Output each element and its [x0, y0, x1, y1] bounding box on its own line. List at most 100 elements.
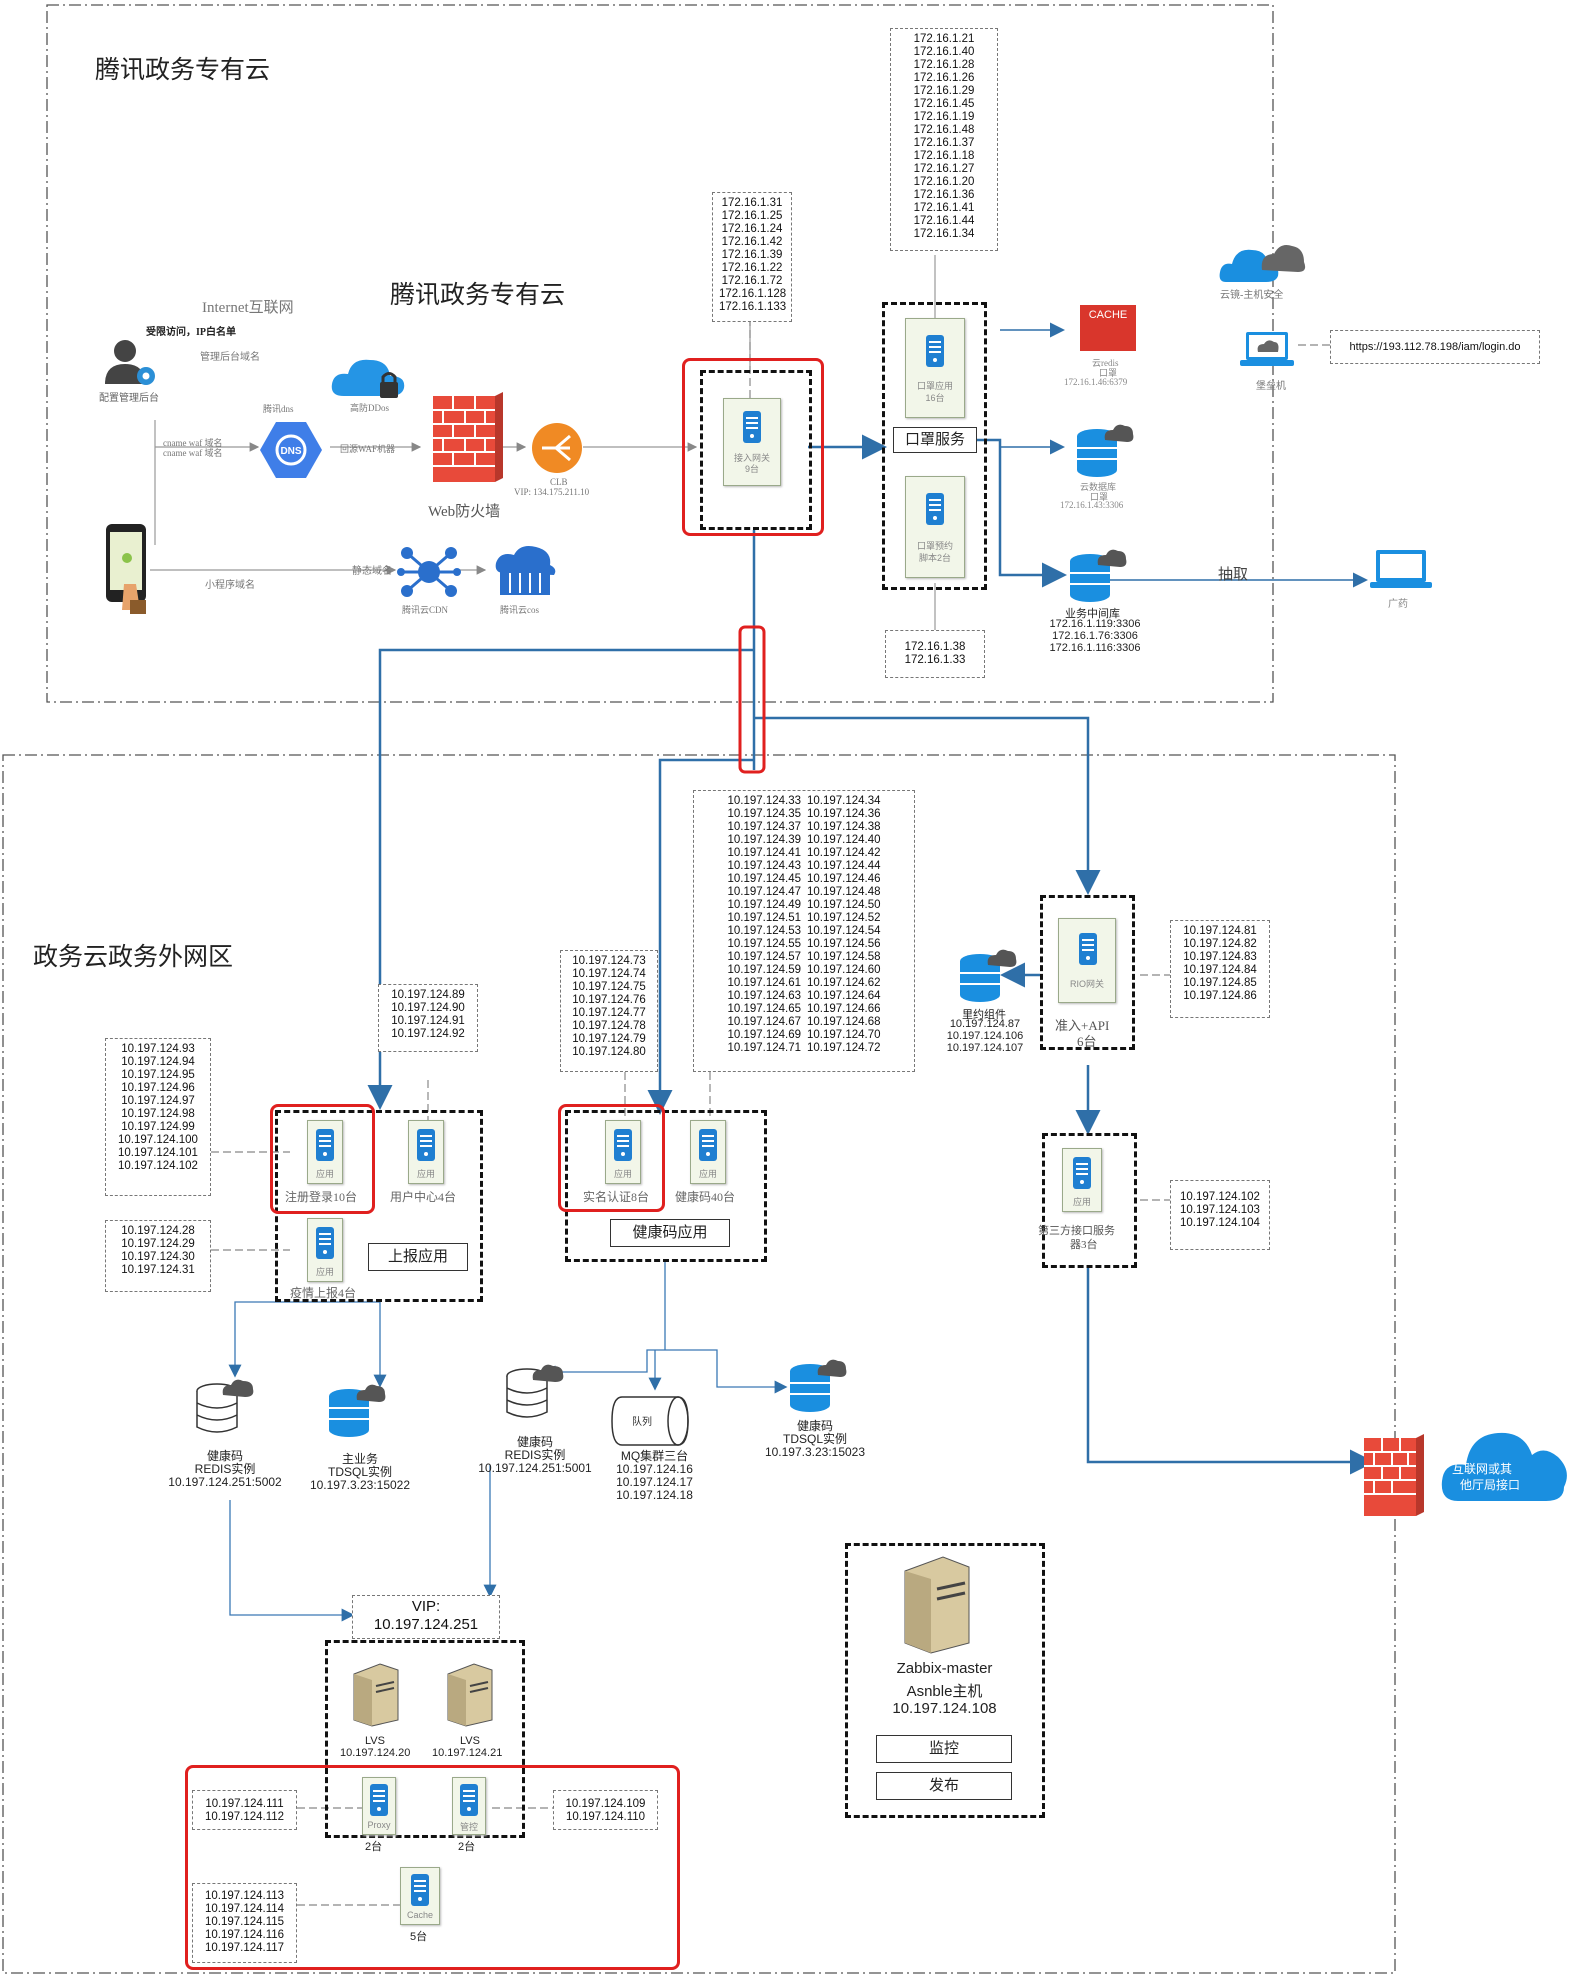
list-item: 10.197.124.55 [727, 938, 801, 950]
epidemic-node[interactable]: 应用 [307, 1218, 343, 1282]
internet-cloud-icon [1441, 1432, 1567, 1501]
register-node[interactable]: 应用 [307, 1120, 343, 1184]
third-party-node[interactable]: 应用 [1062, 1148, 1102, 1212]
mask-service-label: 口罩服务 [893, 427, 977, 453]
health-app-group [565, 1110, 767, 1262]
list-item: 10.197.124.73 [572, 955, 646, 967]
cloud-mirror-icon [1219, 245, 1306, 282]
list-item: 172.16.1.18 [913, 150, 975, 162]
tdsql2-db-icon [790, 1359, 847, 1412]
list-item: 10.197.124.72 [807, 1042, 881, 1054]
list-item: 10.197.124.112 [204, 1811, 285, 1823]
cache-icon-text: CACHE [1088, 309, 1128, 321]
user-center-node[interactable]: 应用 [408, 1120, 444, 1184]
list-item: 10.197.124.34 [807, 795, 881, 807]
list-item: 172.16.1.31 [721, 197, 783, 209]
list-item: 10.197.124.58 [807, 951, 881, 963]
zabbix-server-icon [904, 1556, 970, 1654]
list-item: 健康码 [796, 1419, 833, 1433]
list-item: 10.197.124.109 [565, 1798, 646, 1810]
lvs2-ip: 10.197.124.21 [432, 1747, 503, 1759]
proxy-node[interactable]: Proxy [362, 1777, 396, 1835]
rio-component-db-icon [960, 949, 1017, 1002]
dns-label: 腾讯dns [263, 404, 294, 414]
server-icon [614, 1129, 632, 1161]
gateway-node[interactable]: 接入网关 9台 [723, 398, 781, 486]
list-item: TDSQL实例 [782, 1432, 847, 1446]
list-item: 10.197.124.64 [807, 990, 881, 1002]
mask-app-node[interactable]: 口罩应用 16台 [905, 318, 965, 418]
miniapp-domain-label: 小程序域名 [205, 580, 255, 591]
list-item: 10.197.124.97 [121, 1095, 195, 1107]
laptop-icon [1370, 550, 1432, 588]
list-item: 172.16.1.25 [721, 210, 783, 222]
list-item: 10.197.124.65 [727, 1003, 801, 1015]
list-item: 172.16.1.128 [719, 288, 787, 300]
auth-node[interactable]: 应用 [605, 1120, 641, 1184]
bastion-url[interactable]: https://193.112.78.198/iam/login.do [1330, 330, 1540, 364]
manage-node[interactable]: 管控 [452, 1777, 486, 1835]
clb-label: CLB [550, 477, 568, 487]
clouddb-label: 云数据库 [1080, 482, 1117, 492]
list-item: 172.16.1.29 [913, 85, 975, 97]
bastion-label: 堡垒机 [1256, 381, 1286, 392]
cache-count: 5台 [410, 1931, 428, 1943]
whitelist-note: 受限访问，IP白名单 [146, 327, 236, 338]
list-item: 10.197.124.68 [807, 1016, 881, 1028]
vip-value: 10.197.124.251 [373, 1616, 479, 1633]
list-item: 172.16.1.34 [913, 228, 975, 240]
user-center-label: 用户中心4台 [390, 1190, 457, 1204]
list-item: 172.16.1.41 [913, 202, 975, 214]
list-item: 10.197.124.48 [807, 886, 881, 898]
list-item: 10.197.124.85 [1183, 977, 1257, 989]
list-item: 主业务 [341, 1452, 378, 1466]
cache-node[interactable]: Cache [400, 1867, 440, 1925]
register-highlight [270, 1104, 375, 1214]
list-item: 10.197.124.50 [807, 899, 881, 911]
list-item: 健康码 [206, 1449, 243, 1463]
cdn-icon [397, 547, 461, 597]
mask-reserve-node[interactable]: 口罩预约 脚本2台 [905, 476, 965, 578]
extract-label: 抽取 [1218, 566, 1249, 583]
list-item: 10.197.124.37 [727, 821, 801, 833]
list-item: 172.16.1.42 [721, 236, 783, 248]
publish-button[interactable]: 发布 [876, 1772, 1012, 1800]
list-item: 10.197.124.36 [807, 808, 881, 820]
list-item: 10.197.124.69 [727, 1029, 801, 1041]
rio-node[interactable]: RIO网关 [1058, 918, 1116, 1003]
redis2-db-icon [506, 1364, 564, 1418]
monitor-button[interactable]: 监控 [876, 1735, 1012, 1763]
list-item: 10.197.124.96 [121, 1082, 195, 1094]
list-item: 10.197.124.83 [1183, 951, 1257, 963]
health-app-label: 健康码应用 [610, 1219, 730, 1247]
internet-title: Internet互联网 [202, 300, 294, 316]
server-icon [460, 1784, 478, 1816]
list-item: 10.197.124.82 [1183, 938, 1257, 950]
list-item: 10.197.124.74 [572, 968, 646, 980]
list-item: 10.197.124.102 [118, 1160, 198, 1172]
manage-count: 2台 [458, 1841, 476, 1853]
health-code-node[interactable]: 应用 [690, 1120, 726, 1184]
list-item: 10.197.124.30 [121, 1251, 195, 1263]
cloud-database-icon [1077, 424, 1134, 477]
list-item: 10.197.124.43 [727, 860, 801, 872]
list-item: 10.197.124.59 [727, 964, 801, 976]
list-item: 10.197.124.17 [616, 1475, 693, 1489]
list-item: 172.16.1.48 [913, 124, 975, 136]
vip-label: VIP: [411, 1598, 441, 1615]
third-party-label: 第三方接口服务 [1038, 1225, 1115, 1237]
list-item: 172.16.1.116:3306 [1049, 642, 1141, 654]
cache-node-label: Cache [406, 1910, 433, 1920]
redis-addr: 172.16.1.46:6379 [1064, 377, 1128, 387]
lvs2-server-icon [447, 1663, 493, 1727]
gateway-node-count: 9台 [744, 464, 759, 474]
cos-icon [495, 546, 556, 595]
list-item: 172.16.1.36 [913, 189, 975, 201]
